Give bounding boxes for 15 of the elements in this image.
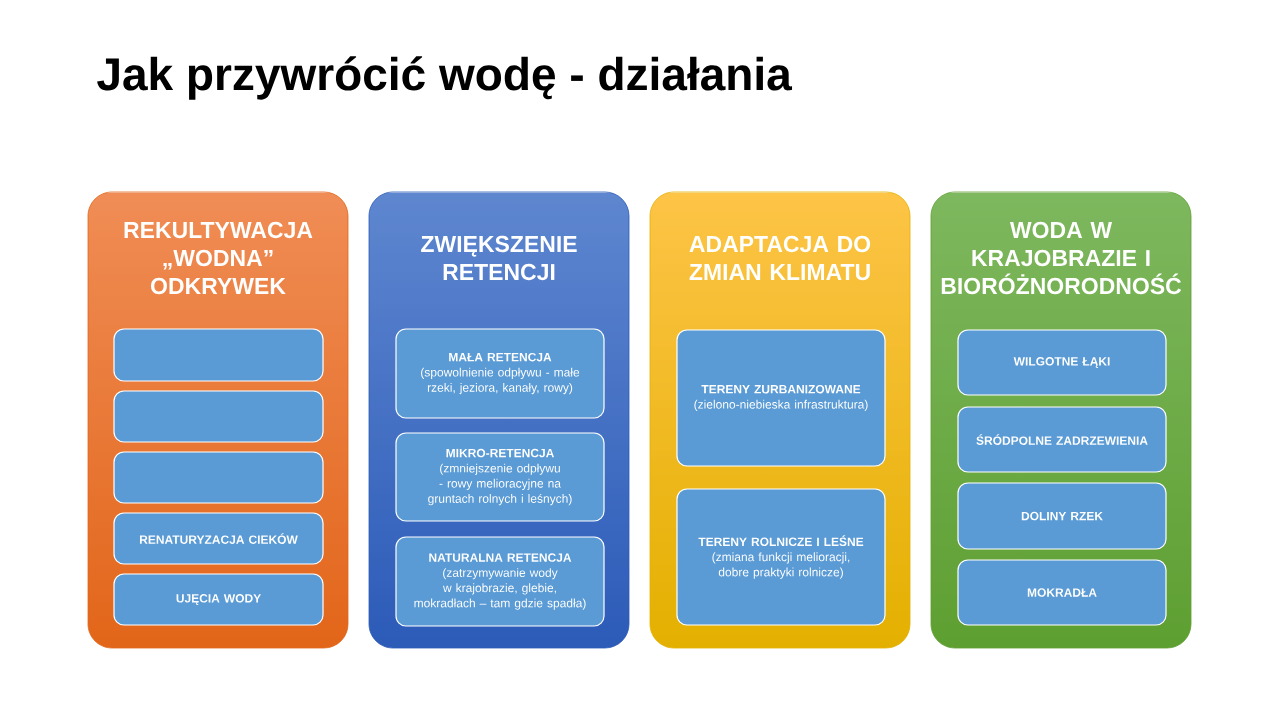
item-box: ŚRÓDPOLNE ZADRZEWIENIA [957,406,1167,473]
title: Jak przywrócić wodę - działania [97,56,793,100]
item-box: TERENY ZURBANIZOWANE (zielono-niebieska infrastruktura) [676,329,886,467]
item-box: UJĘCIA WODY [113,573,324,626]
item-box: RENATURYZACJA CIEKÓW [113,512,324,565]
item-box: MIKRO-RETENCJA (zmniejszenie odpływu - rowy melioracyjne na gruntach rolnych i leśnych) [395,432,605,522]
item-box [113,328,324,382]
item-box [113,451,324,504]
item-box: DOLINY RZEK [957,482,1167,550]
item-box: WILGOTNE ŁĄKI [957,329,1167,396]
item-box [113,390,324,443]
item-box: MOKRADŁA [957,559,1167,626]
item-box: TERENY ROLNICZE I LEŚNE (zmiana funkcji melioracji, dobre praktyki rolnicze) [676,488,886,626]
item-box: NATURALNA RETENCJA (zatrzymywanie wody w krajobrazie, glebie, mokradłach – tam gdzie spadła) [395,536,605,627]
item-box: MAŁA RETENCJA (spowolnienie odpływu - małe rzeki, jeziora, kanały, rowy) [395,328,605,419]
